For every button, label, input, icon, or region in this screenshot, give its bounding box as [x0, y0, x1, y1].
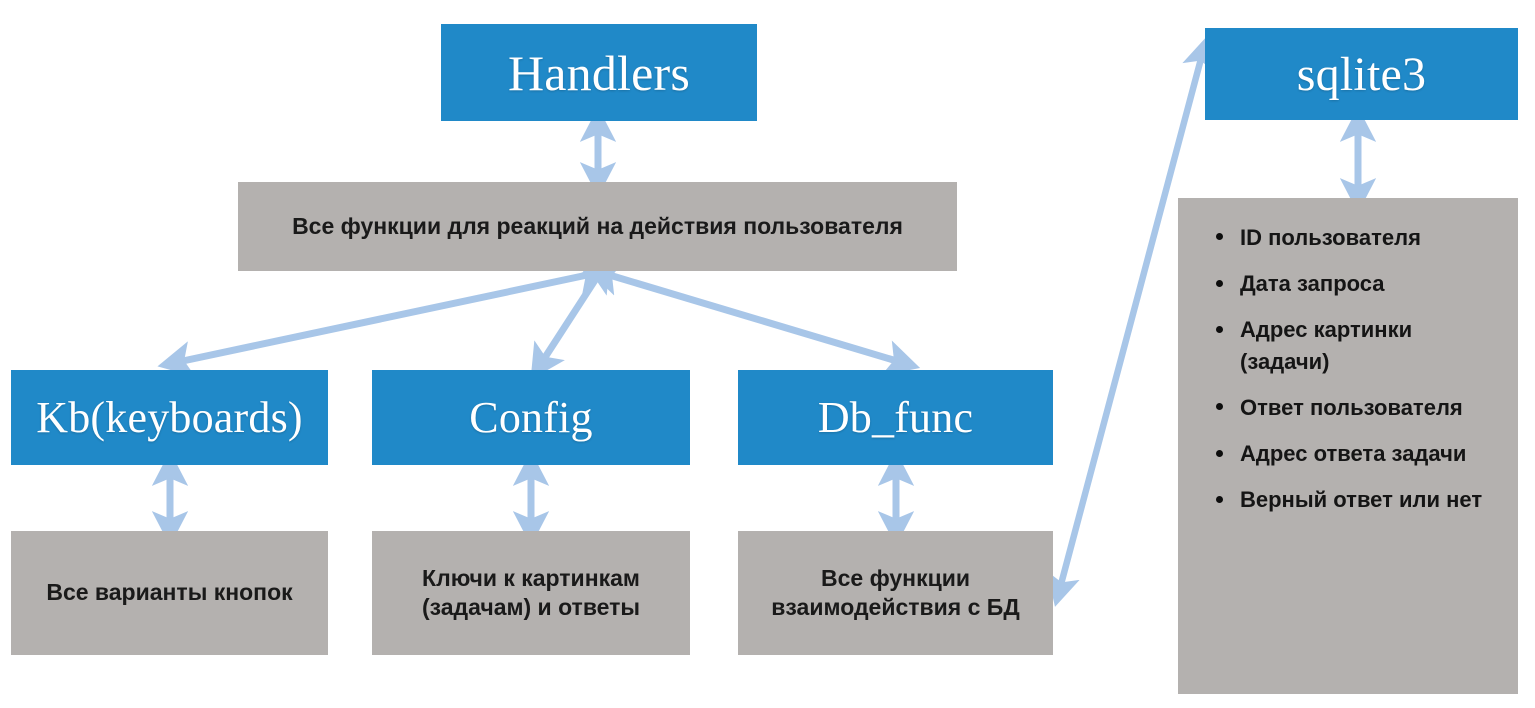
arrow-description-to-config [530, 256, 611, 380]
list-item: Дата запроса [1192, 268, 1504, 299]
sqlite-field-list: ID пользователя Дата запроса Адрес карти… [1192, 222, 1504, 516]
bullet-icon [1216, 279, 1223, 287]
node-db-func[interactable]: Db_func [738, 370, 1053, 465]
node-handlers-description[interactable]: Все функции для реакций на действия поль… [238, 182, 957, 271]
list-item-label: Дата запроса [1240, 271, 1385, 297]
node-kb-description[interactable]: Все варианты кнопок [11, 531, 328, 655]
list-item-label: Адрес картинки (задачи) [1240, 317, 1413, 374]
bullet-icon [1216, 325, 1223, 333]
list-item-label: Верный ответ или нет [1240, 487, 1483, 513]
list-item: Верный ответ или нет [1192, 484, 1504, 515]
node-handlers[interactable]: Handlers [441, 24, 757, 121]
list-item-label: Ответ пользователя [1240, 394, 1463, 420]
node-db-func-description-line-2: взаимодействия с БД [771, 594, 1020, 620]
node-db-func-description[interactable]: Все функции взаимодействия с БД [738, 531, 1053, 655]
node-config-description-line-1: Ключи к картинкам [422, 564, 640, 591]
node-sqlite3[interactable]: sqlite3 [1205, 28, 1518, 120]
node-config-description-line-2: (задачам) и ответы [421, 594, 641, 620]
list-item: Адрес картинки (задачи) [1192, 314, 1504, 376]
arrow-description-to-kb [157, 259, 613, 377]
bullet-icon [1216, 449, 1223, 457]
node-kb-description-text: Все варианты кнопок [46, 579, 293, 606]
arrow-description-to-dbfunc [585, 260, 921, 376]
node-sqlite-fields[interactable]: ID пользователя Дата запроса Адрес карти… [1178, 198, 1518, 694]
list-item: ID пользователя [1192, 222, 1504, 253]
list-item: Адрес ответа задачи [1192, 438, 1504, 469]
node-config-description[interactable]: Ключи к картинкам (задачам) и ответы [372, 531, 690, 655]
list-item: Ответ пользователя [1192, 392, 1504, 423]
list-item-label: Адрес ответа задачи [1240, 441, 1467, 467]
node-kb-keyboards[interactable]: Kb(keyboards) [11, 370, 328, 465]
bullet-icon [1216, 403, 1223, 411]
node-db-func-description-line-1: Все функции [820, 564, 971, 591]
list-item-label: ID пользователя [1240, 225, 1421, 250]
bullet-icon [1216, 233, 1223, 241]
bullet-icon [1216, 495, 1223, 503]
node-config[interactable]: Config [372, 370, 690, 465]
